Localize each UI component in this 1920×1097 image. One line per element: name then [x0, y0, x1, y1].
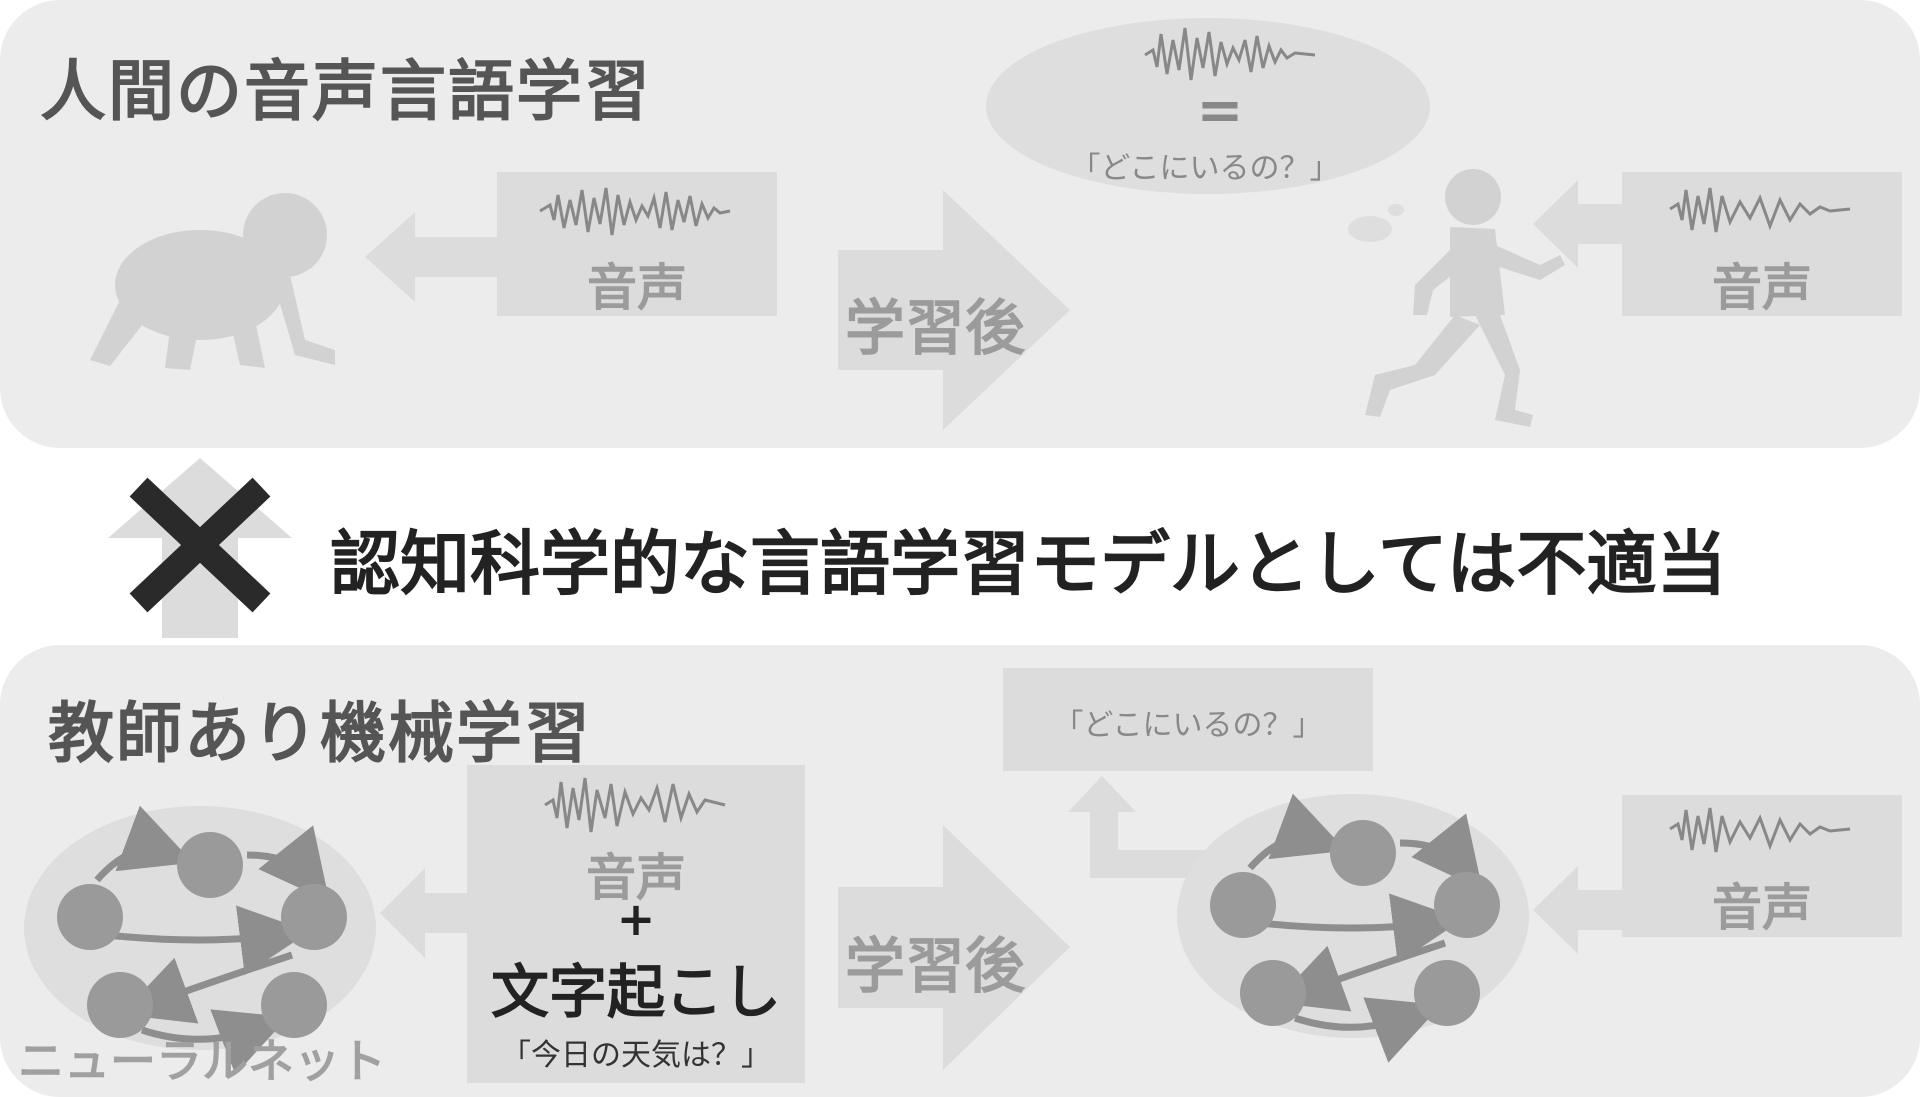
- running-child-icon: [1365, 169, 1565, 427]
- cross-mark-icon: [129, 477, 271, 613]
- thought-equals: =: [1196, 78, 1244, 143]
- arrow-left-icon: [365, 212, 500, 302]
- after-learning-label-top: 学習後: [845, 294, 1025, 364]
- supervised-learning-title: 教師あり機械学習: [48, 695, 592, 772]
- thought-bubble: [986, 18, 1430, 242]
- unsuitable-message: 認知科学的な言語学習モデルとしては不適当: [330, 523, 1727, 605]
- transcript-quote: 「今日の天気は？」: [501, 1038, 771, 1073]
- waveform-icon: [1144, 27, 1316, 81]
- waveform-icon: [1669, 807, 1851, 853]
- neural-network-diagram: [24, 805, 376, 1075]
- output-box: [1003, 668, 1373, 771]
- voice-transcript-box: [467, 765, 805, 1083]
- baby-silhouette-icon: [90, 193, 335, 370]
- after-learning-arrow-top: [838, 190, 1070, 430]
- voice-label-bottom-right: 音声: [1712, 879, 1812, 937]
- neural-network-label: ニューラルネット: [18, 1034, 386, 1088]
- voice-label-left: 音声: [587, 259, 687, 317]
- thought-quote: 「どこにいるの？」: [1070, 151, 1340, 186]
- arrow-left-icon: [1533, 180, 1625, 268]
- waveform-icon: [1669, 187, 1851, 233]
- neural-network-diagram-trained: [1177, 793, 1529, 1063]
- waveform-icon: [539, 187, 731, 236]
- arrow-left-icon: [1533, 866, 1625, 954]
- output-quote: 「どこにいるの？」: [1053, 708, 1323, 743]
- waveform-icon: [544, 777, 726, 833]
- voice-label-bottom: 音声: [586, 849, 686, 907]
- transcript-label: 文字起こし: [490, 958, 781, 1026]
- elbow-arrow-up-icon: [1068, 776, 1208, 878]
- arrow-left-icon: [380, 868, 470, 958]
- voice-box-left: [497, 172, 777, 316]
- human-learning-title: 人間の音声言語学習: [40, 53, 652, 130]
- voice-box-right: [1622, 172, 1902, 316]
- voice-label-right: 音声: [1712, 259, 1812, 317]
- after-learning-arrow-bottom: [838, 825, 1070, 1070]
- after-learning-label-bottom: 学習後: [845, 932, 1025, 1002]
- voice-box-bottom-right: [1622, 795, 1902, 937]
- plus-sign: +: [616, 892, 656, 946]
